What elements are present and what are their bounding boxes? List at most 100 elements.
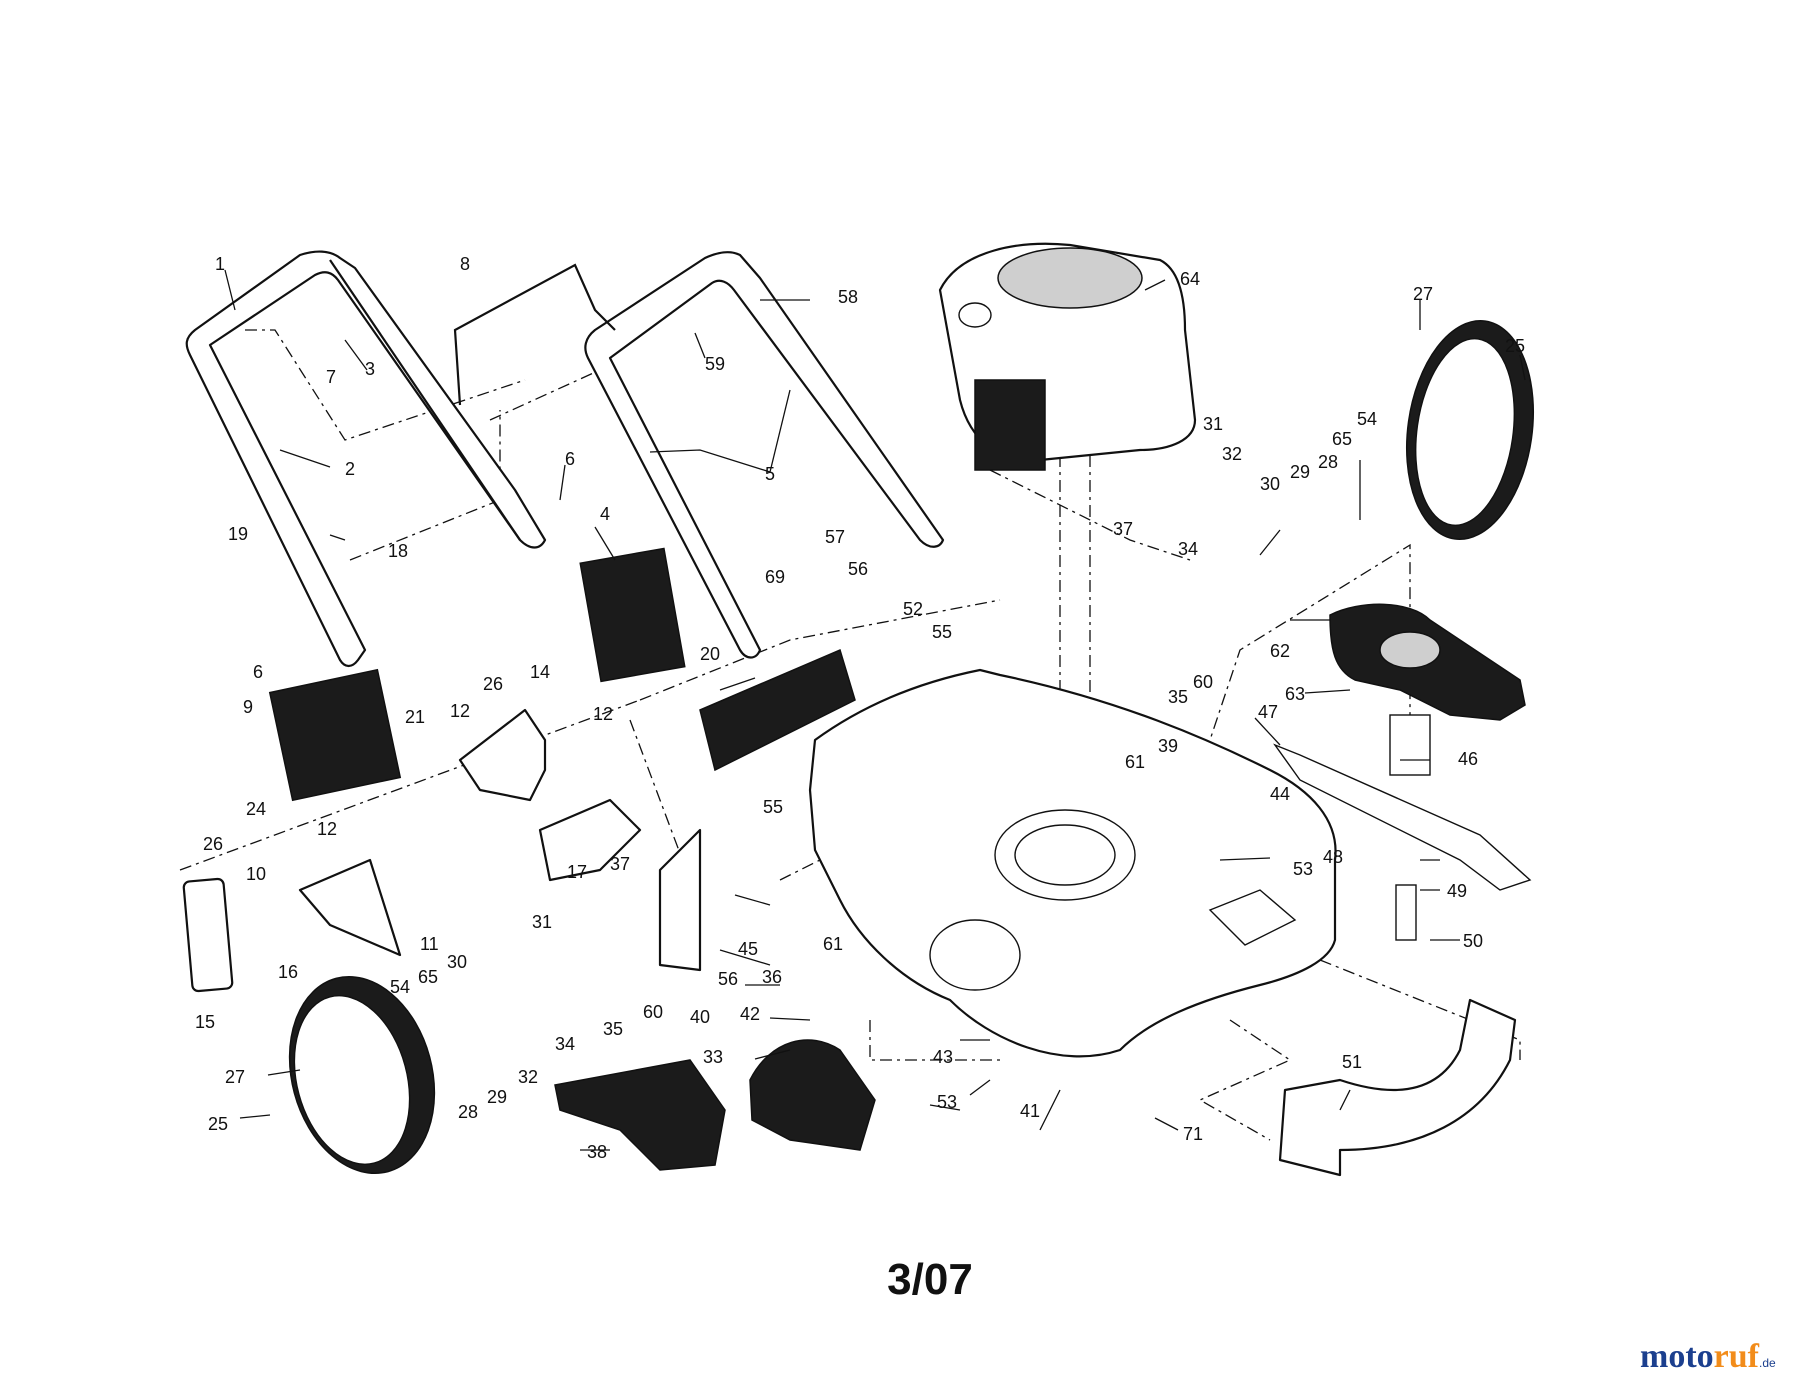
- callout-26a: 26: [483, 674, 503, 694]
- discharge-door: [699, 648, 856, 772]
- callout-41: 41: [1020, 1101, 1040, 1121]
- callout-65b: 65: [418, 967, 438, 987]
- callout-54b: 54: [390, 977, 410, 997]
- callout-11: 11: [420, 934, 439, 954]
- callout-19: 19: [228, 524, 248, 544]
- watermark-part2: ruf: [1713, 1338, 1759, 1375]
- upper-handle-left: [185, 250, 547, 668]
- callout-60b: 60: [643, 1002, 663, 1022]
- callout-12c: 12: [317, 819, 337, 839]
- callout-27b: 27: [225, 1067, 245, 1087]
- callout-6b: 6: [253, 662, 263, 682]
- callout-56b: 56: [718, 969, 738, 989]
- callout-53a: 53: [1293, 859, 1313, 879]
- rear-door: [268, 668, 402, 802]
- callout-61a: 61: [1125, 752, 1145, 772]
- callout-17: 17: [567, 862, 587, 882]
- baffle-opening: [1379, 631, 1441, 669]
- callout-60a: 60: [1193, 672, 1213, 692]
- blade-adapter: [1389, 714, 1431, 776]
- callout-48: 48: [1323, 847, 1343, 867]
- callout-38: 38: [587, 1142, 607, 1162]
- callout-39: 39: [1158, 736, 1178, 756]
- watermark-logo: motoruf.de: [1640, 1338, 1776, 1376]
- deflector: [538, 798, 642, 882]
- callout-28a: 28: [1318, 452, 1338, 472]
- callout-2: 2: [345, 459, 355, 479]
- callout-28b: 28: [458, 1102, 478, 1122]
- callout-18: 18: [388, 541, 408, 561]
- callout-31a: 31: [1203, 414, 1223, 434]
- callout-65a: 65: [1332, 429, 1352, 449]
- callout-46: 46: [1458, 749, 1478, 769]
- callout-26b: 26: [203, 834, 223, 854]
- callout-6a: 6: [565, 449, 575, 469]
- engine: [938, 242, 1197, 471]
- callout-31b: 31: [532, 912, 552, 932]
- callout-32a: 32: [1222, 444, 1242, 464]
- callout-50: 50: [1463, 931, 1483, 951]
- watermark-part1: moto: [1640, 1338, 1714, 1375]
- callout-14: 14: [530, 662, 550, 682]
- callout-7: 7: [326, 367, 336, 387]
- callout-1: 1: [215, 254, 225, 274]
- callout-12a: 12: [450, 701, 470, 721]
- callout-33: 33: [703, 1047, 723, 1067]
- callout-69: 69: [765, 567, 785, 587]
- callout-43: 43: [933, 1047, 953, 1067]
- control-wire: [453, 263, 616, 406]
- callout-16: 16: [278, 962, 298, 982]
- callout-3: 3: [365, 359, 375, 379]
- callout-21: 21: [405, 707, 425, 727]
- callout-55b: 55: [763, 797, 783, 817]
- callout-4: 4: [600, 504, 610, 524]
- callout-36: 36: [762, 967, 782, 987]
- date-code: 3/07: [887, 1255, 973, 1304]
- callout-37b: 37: [610, 854, 630, 874]
- callout-45: 45: [738, 939, 758, 959]
- callout-27a: 27: [1413, 284, 1433, 304]
- callout-35a: 35: [1168, 687, 1188, 707]
- callout-40: 40: [690, 1007, 710, 1027]
- rear-wheel: [1405, 319, 1535, 541]
- callout-30a: 30: [1260, 474, 1280, 494]
- callout-51: 51: [1342, 1052, 1362, 1072]
- height-plate: [658, 828, 702, 972]
- callout-24: 24: [246, 799, 266, 819]
- callout-52: 52: [903, 599, 923, 619]
- blade: [1273, 743, 1532, 891]
- callout-42: 42: [740, 1004, 760, 1024]
- watermark-part3: .de: [1758, 1356, 1776, 1370]
- callout-20: 20: [700, 644, 720, 664]
- callout-15: 15: [195, 1012, 215, 1032]
- side-pad: [182, 877, 234, 993]
- callout-55a: 55: [932, 622, 952, 642]
- callout-12b: 12: [593, 704, 613, 724]
- callout-35b: 35: [603, 1019, 623, 1039]
- callout-56a: 56: [848, 559, 868, 579]
- callout-labels: 1 2 3 4 5 6 6 7 8 9 10 11 12 12 12 14 15…: [195, 254, 1525, 1162]
- callout-53b: 53: [937, 1092, 957, 1112]
- callout-63: 63: [1285, 684, 1305, 704]
- callout-25a: 25: [1505, 336, 1525, 356]
- callout-30b: 30: [447, 952, 467, 972]
- callout-5: 5: [765, 464, 775, 484]
- callout-34b: 34: [555, 1034, 575, 1054]
- callout-57: 57: [825, 527, 845, 547]
- callout-32b: 32: [518, 1067, 538, 1087]
- callout-54a: 54: [1357, 409, 1377, 429]
- callout-25b: 25: [208, 1114, 228, 1134]
- callout-29a: 29: [1290, 462, 1310, 482]
- callout-8: 8: [460, 254, 470, 274]
- callout-62: 62: [1270, 641, 1290, 661]
- callout-58: 58: [838, 287, 858, 307]
- front-wheel: [288, 975, 436, 1175]
- callout-34a: 34: [1178, 539, 1198, 559]
- callout-9: 9: [243, 697, 253, 717]
- mount-plate: [298, 858, 402, 957]
- callout-10: 10: [246, 864, 266, 884]
- height-bracket: [458, 708, 547, 802]
- callout-37a: 37: [1113, 519, 1133, 539]
- rear-guard: [1278, 998, 1517, 1177]
